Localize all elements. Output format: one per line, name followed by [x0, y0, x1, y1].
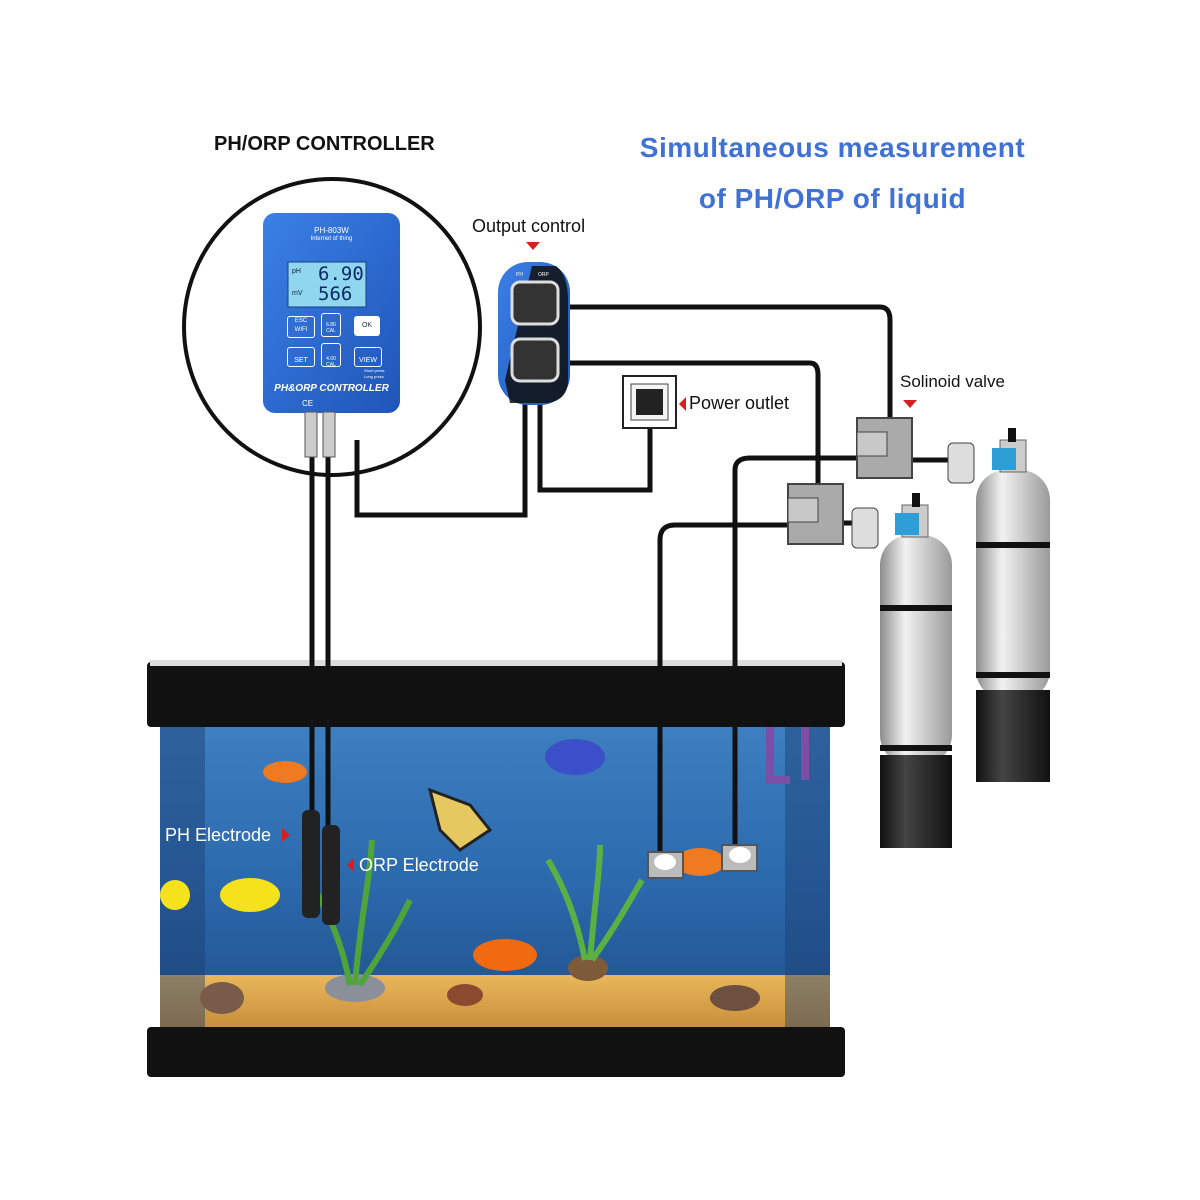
- legend-short-press: Short press: [364, 368, 385, 373]
- marker-arrows: [282, 242, 917, 872]
- mv-unit: mV: [292, 290, 303, 297]
- fish: [473, 939, 537, 971]
- page-title: PH/ORP CONTROLLER: [214, 133, 435, 155]
- orp-electrode: [322, 825, 340, 925]
- headline-line-2: of PH/ORP of liquid: [698, 183, 967, 214]
- orp-reading: 566: [318, 283, 353, 305]
- output-control-label: Output control: [472, 216, 586, 236]
- up-cal-button[interactable]: 6.86 CAL: [321, 313, 341, 337]
- ph-unit: pH: [292, 268, 301, 275]
- power-outlet-label: Power outlet: [689, 393, 790, 413]
- ph-electrode-label: PH Electrode: [165, 825, 272, 845]
- ok-button[interactable]: OK: [354, 316, 380, 336]
- ph-reading: 6.90: [318, 263, 364, 285]
- output-ph-label: PH: [516, 272, 523, 278]
- ce-mark: CE: [302, 399, 314, 408]
- controller-subtitle: Internet of thing: [310, 236, 353, 242]
- output-control-device: [498, 262, 570, 405]
- down-cal-button[interactable]: 4.00 CAL: [321, 343, 341, 368]
- controller-name: PH&ORP CONTROLLER: [274, 383, 389, 394]
- view-button[interactable]: VIEW: [354, 347, 382, 367]
- ph-electrode: [302, 810, 320, 918]
- cables: [309, 304, 950, 870]
- fish: [263, 761, 307, 783]
- fish: [220, 878, 280, 912]
- controller-highlight-circle: [182, 177, 482, 477]
- fish: [545, 739, 605, 775]
- fish: [160, 880, 190, 910]
- aquarium: [147, 660, 845, 1077]
- solenoid-valve-label: Solinoid valve: [900, 372, 1005, 391]
- fish: [427, 787, 493, 852]
- fish: [675, 848, 725, 876]
- power-outlet: [622, 375, 677, 429]
- gas-cylinder: [976, 428, 1050, 782]
- legend-long-press: Long press: [364, 374, 384, 379]
- solenoid-valve: [856, 417, 975, 484]
- output-orp-label: ORP: [538, 272, 549, 278]
- solenoid-valve: [787, 483, 879, 549]
- orp-electrode-label: ORP Electrode: [359, 855, 479, 875]
- gas-cylinder: [880, 493, 952, 848]
- headline-line-1: Simultaneous measurement: [639, 132, 1026, 163]
- set-button[interactable]: SET: [287, 347, 315, 367]
- controller-model: PH-803W: [314, 226, 349, 235]
